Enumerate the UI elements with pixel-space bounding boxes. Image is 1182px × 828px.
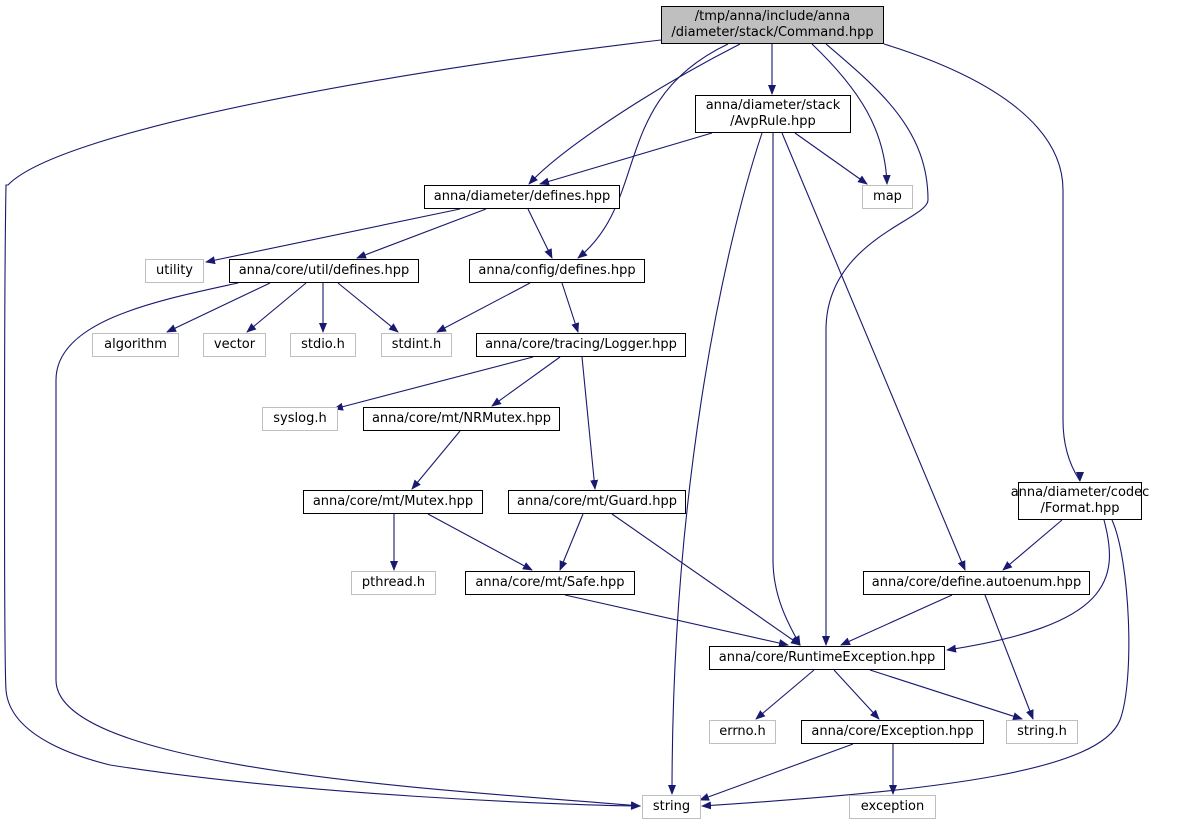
node-label-line: string.h xyxy=(1017,724,1067,739)
edge-util_defines-to-stdint xyxy=(337,282,399,333)
node-label-line: stdio.h xyxy=(301,337,345,352)
node-label-line: pthread.h xyxy=(361,575,426,590)
edge-logger-to-guard xyxy=(581,356,599,490)
node-label-line: stdint.h xyxy=(391,337,442,352)
edge-avprule-to-map xyxy=(794,132,868,185)
edge-logger-to-nrmutex xyxy=(491,356,561,407)
node-exception: exception xyxy=(849,795,936,819)
edge-runtime-to-exception_hpp xyxy=(833,669,880,720)
edge-autoenum-to-runtime xyxy=(840,594,953,646)
node-label-line: anna/core/mt/Mutex.hpp xyxy=(312,494,474,509)
node-util-defines[interactable]: anna/core/util/defines.hpp xyxy=(229,259,419,283)
node-label-line: algorithm xyxy=(104,337,167,352)
edge-avprule-to-runtime xyxy=(772,133,801,646)
node-runtime[interactable]: anna/core/RuntimeException.hpp xyxy=(709,646,945,670)
node-label-line: utility xyxy=(156,263,193,278)
node-label-line: /AvpRule.hpp xyxy=(730,114,816,129)
node-config-defines[interactable]: anna/config/defines.hpp xyxy=(469,259,645,283)
edge-avprule-to-autoenum xyxy=(781,132,966,571)
node-label-line: exception xyxy=(860,799,925,814)
node-label-line: anna/diameter/codec xyxy=(1010,485,1150,500)
edge-command-to-string xyxy=(3,39,662,810)
node-label-line: string xyxy=(652,799,691,814)
edge-util_defines-to-algorithm xyxy=(166,282,271,333)
node-exception-hpp[interactable]: anna/core/Exception.hpp xyxy=(801,720,984,744)
edge-format-to-autoenum xyxy=(1002,519,1063,571)
node-label-line: vector xyxy=(213,337,256,352)
edge-nrmutex-to-mutex xyxy=(411,430,461,490)
edge-diam_defines-to-util_defines xyxy=(356,208,487,259)
node-label-line: anna/config/defines.hpp xyxy=(478,263,636,278)
node-label-line: anna/core/mt/Guard.hpp xyxy=(517,494,677,509)
node-stdint: stdint.h xyxy=(381,333,452,357)
edge-guard-to-runtime xyxy=(611,513,801,646)
node-errno: errno.h xyxy=(709,720,776,744)
edge-diam_defines-to-utility xyxy=(205,208,461,265)
node-vector: vector xyxy=(203,333,266,357)
edge-command-to-config_defines xyxy=(577,43,729,259)
node-label-line: anna/core/Exception.hpp xyxy=(811,724,974,739)
node-label-line: anna/diameter/defines.hpp xyxy=(433,189,611,204)
node-label-line: map xyxy=(873,189,902,204)
node-autoenum[interactable]: anna/core/define.autoenum.hpp xyxy=(863,571,1090,595)
edge-diam_defines-to-config_defines xyxy=(527,208,553,259)
node-label-line: /Format.hpp xyxy=(1040,501,1120,516)
edge-exception_hpp-to-string xyxy=(699,743,854,801)
node-stdio: stdio.h xyxy=(290,333,356,357)
edge-safe-to-runtime xyxy=(564,594,789,647)
node-format[interactable]: anna/diameter/codec/Format.hpp xyxy=(1011,482,1149,520)
edge-runtime-to-string_h xyxy=(869,669,1023,721)
node-utility: utility xyxy=(145,259,204,283)
edge-guard-to-safe xyxy=(559,513,584,571)
edge-avprule-to-diam_defines xyxy=(539,132,713,186)
edge-util_defines-to-string xyxy=(55,282,641,810)
node-safe[interactable]: anna/core/mt/Safe.hpp xyxy=(465,571,635,595)
edge-logger-to-syslog xyxy=(333,356,534,411)
node-label-line: anna/core/tracing/Logger.hpp xyxy=(485,337,677,352)
node-logger[interactable]: anna/core/tracing/Logger.hpp xyxy=(476,333,686,357)
edge-command-to-map xyxy=(811,43,891,185)
node-label-line: errno.h xyxy=(719,724,766,739)
node-command[interactable]: /tmp/anna/include/anna/diameter/stack/Co… xyxy=(661,6,884,44)
node-label-line: syslog.h xyxy=(273,411,327,426)
node-diam-defines[interactable]: anna/diameter/defines.hpp xyxy=(424,185,620,209)
edge-command-to-runtime xyxy=(822,43,929,646)
node-nrmutex[interactable]: anna/core/mt/NRMutex.hpp xyxy=(363,407,560,431)
node-map: map xyxy=(862,185,913,209)
edge-autoenum-to-string_h xyxy=(984,594,1034,720)
node-label-line: /diameter/stack/Command.hpp xyxy=(671,25,874,40)
edge-avprule-to-string xyxy=(668,132,763,795)
node-string-h: string.h xyxy=(1006,720,1078,744)
node-label-line: /tmp/anna/include/anna xyxy=(694,9,851,24)
node-mutex[interactable]: anna/core/mt/Mutex.hpp xyxy=(303,490,483,514)
edge-util_defines-to-vector xyxy=(246,282,307,333)
node-pthread: pthread.h xyxy=(351,571,436,595)
edge-config_defines-to-stdint xyxy=(436,282,531,333)
node-label-line: anna/core/mt/Safe.hpp xyxy=(475,575,625,590)
node-label-line: anna/core/mt/NRMutex.hpp xyxy=(371,411,552,426)
node-label-line: anna/diameter/stack xyxy=(705,98,841,113)
node-string: string xyxy=(642,795,701,819)
node-syslog: syslog.h xyxy=(262,407,338,431)
node-guard[interactable]: anna/core/mt/Guard.hpp xyxy=(508,490,686,514)
edge-mutex-to-safe xyxy=(427,513,533,571)
edge-format-to-string xyxy=(701,519,1130,810)
node-avprule[interactable]: anna/diameter/stack/AvpRule.hpp xyxy=(695,95,851,133)
edge-command-to-diam_defines xyxy=(528,43,741,185)
edge-runtime-to-errno xyxy=(755,669,815,720)
node-label-line: anna/core/util/defines.hpp xyxy=(238,263,410,278)
node-label-line: anna/core/define.autoenum.hpp xyxy=(871,575,1082,590)
node-label-line: anna/core/RuntimeException.hpp xyxy=(718,650,936,665)
edge-config_defines-to-logger xyxy=(561,282,580,333)
edge-command-to-format xyxy=(883,43,1084,482)
node-algorithm: algorithm xyxy=(92,333,179,357)
edge-layer xyxy=(3,39,1130,810)
